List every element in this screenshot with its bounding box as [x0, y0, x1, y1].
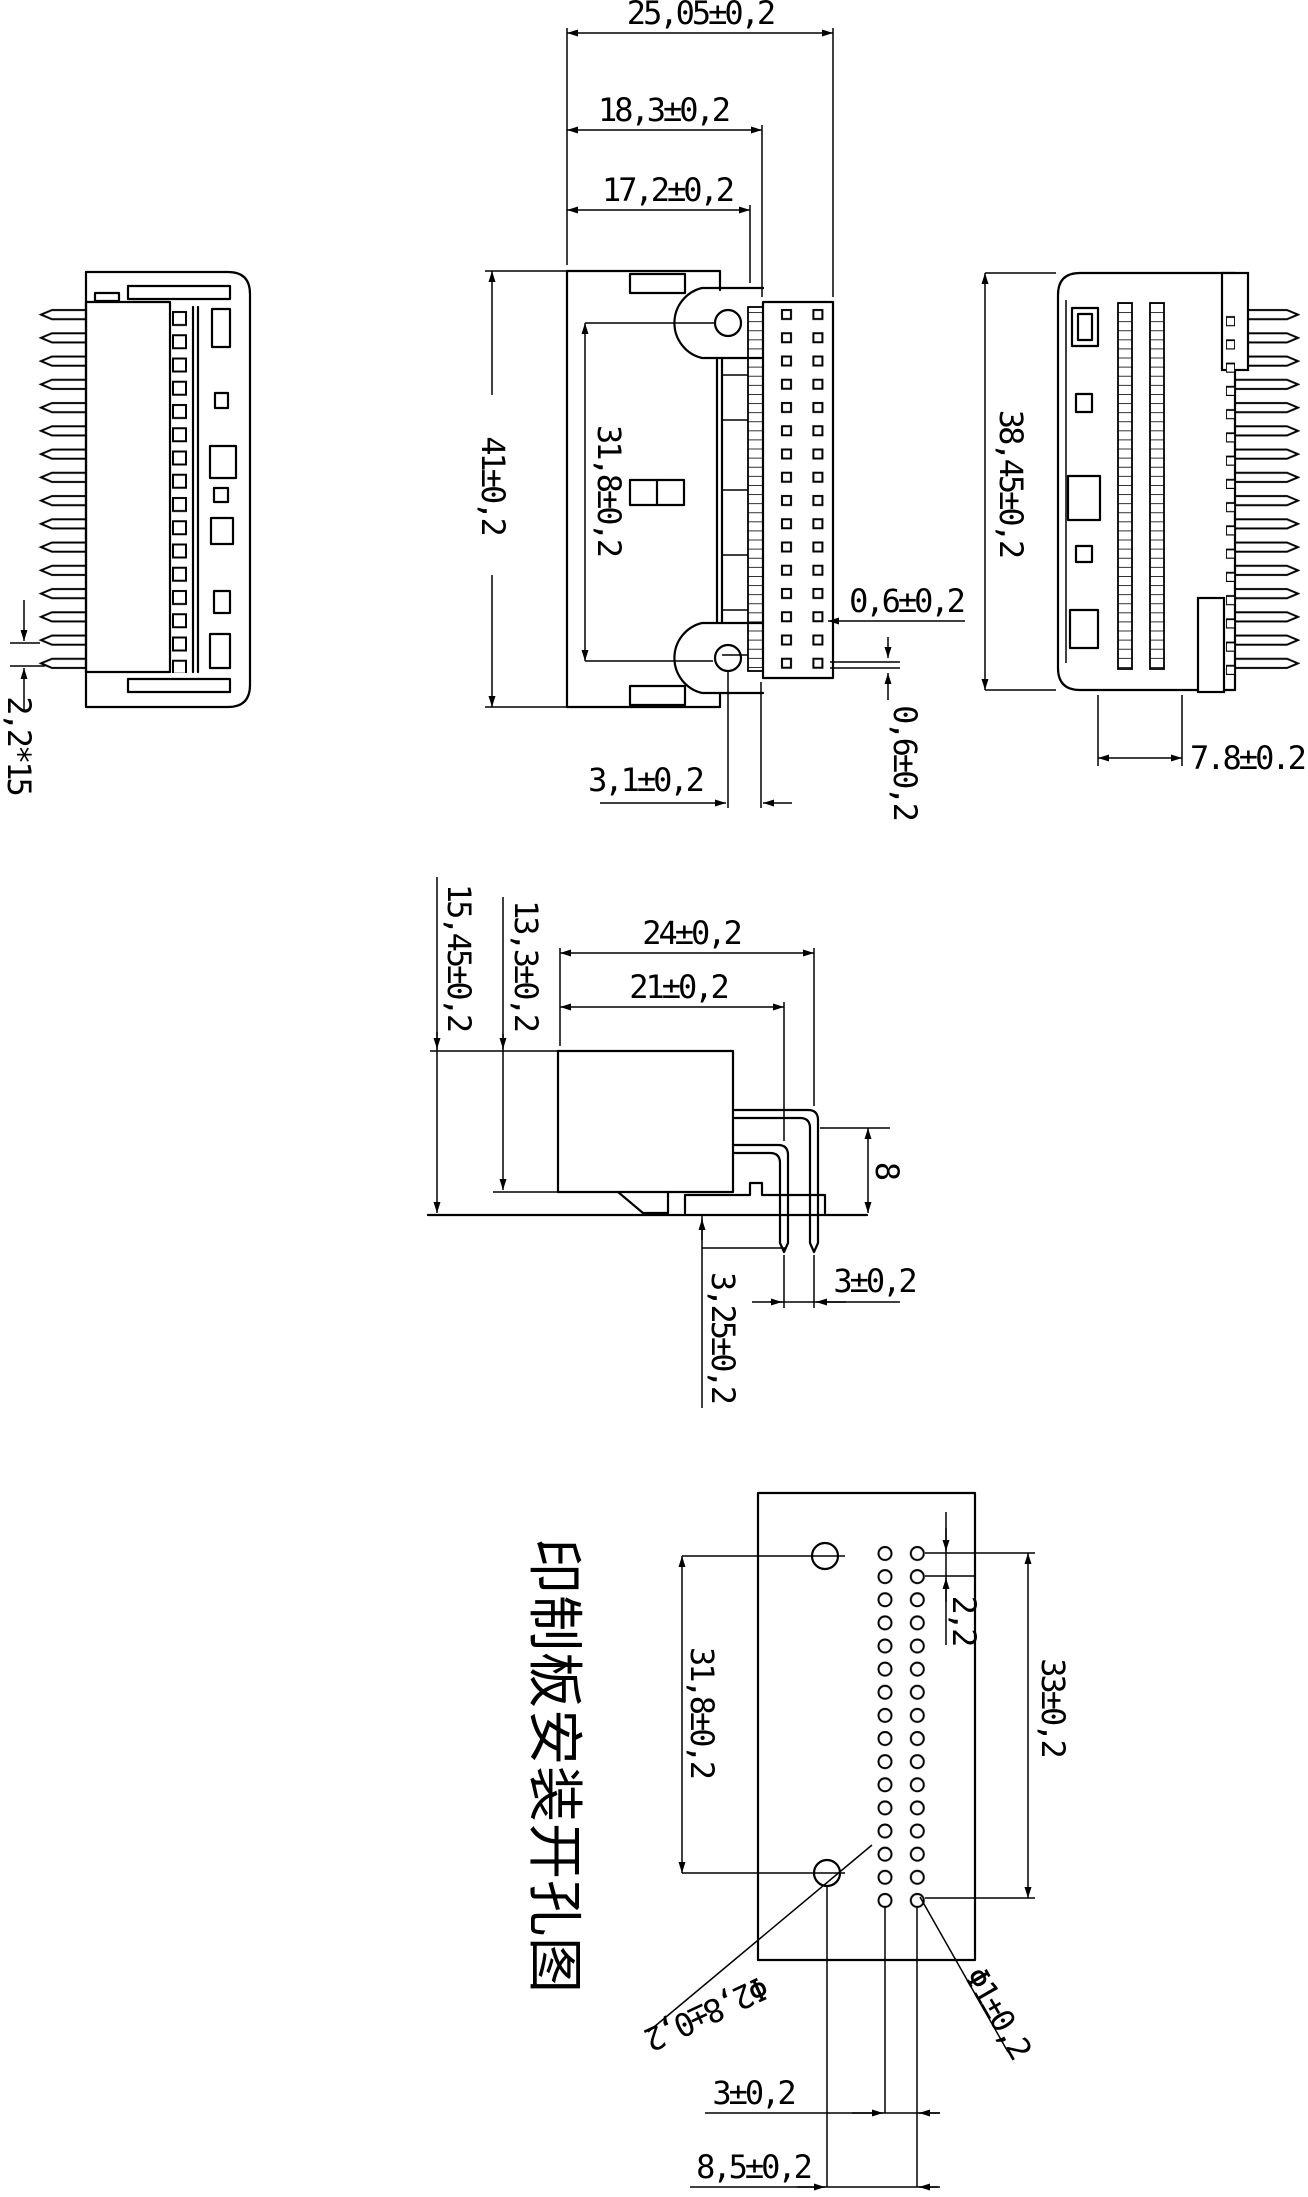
left-mating-tongue: [84, 300, 172, 674]
dim-profile-height-body: 13,3±0,2: [430, 897, 560, 1193]
front-contact-grid: [763, 303, 833, 675]
svg-text:Φ1±0,2: Φ1±0,2: [957, 1961, 1039, 2065]
dim-pcb-mount-span: 31,8±0,2: [678, 1555, 845, 1874]
svg-text:17,2±0,2: 17,2±0,2: [602, 171, 733, 209]
dim-right-height: 38,45±0,2: [981, 272, 1056, 691]
svg-text:18,3±0,2: 18,3±0,2: [598, 91, 729, 129]
dim-front-width-overall: 25,05±0,2: [566, 0, 834, 297]
dim-pcb-hole-pitch: 2,2: [925, 1512, 1035, 1645]
svg-text:8,5±0,2: 8,5±0,2: [696, 2148, 811, 2186]
pcb-title: 印制板安装开孔图: [521, 1538, 586, 1994]
view-side-left: 2,2*15: [0, 270, 252, 795]
dim-front-tab-offset: 3,1±0,2: [588, 672, 792, 808]
profile-pin-outer: [731, 1108, 820, 1254]
front-mount-hole-bottom: [713, 643, 743, 673]
dim-front-width-upper: 18,3±0,2: [567, 91, 763, 297]
profile-flange: [683, 1181, 827, 1215]
svg-text:24±0,2: 24±0,2: [642, 914, 740, 952]
right-edge-notches: [1226, 303, 1235, 675]
svg-text:0,6±0,2: 0,6±0,2: [849, 582, 964, 620]
svg-text:0,6±0,2: 0,6±0,2: [886, 705, 924, 820]
pcb-pin-holes: [876, 1544, 931, 1915]
right-bottom-block: [1196, 596, 1226, 694]
right-body-outline: [1056, 271, 1237, 692]
dim-pcb-hole-dia: Φ1±0,2: [919, 1896, 1039, 2065]
left-bottom-bar: [126, 677, 232, 694]
pcb-outline: [756, 1491, 977, 1962]
dim-profile-depth-overall: 24±0,2: [559, 914, 815, 1106]
dim-front-height: 41±0,2: [474, 270, 567, 708]
svg-text:31,8±0,2: 31,8±0,2: [590, 425, 628, 556]
front-body-outline: [565, 269, 722, 709]
svg-text:3±0,2: 3±0,2: [712, 2074, 794, 2112]
svg-text:38,45±0,2: 38,45±0,2: [992, 410, 1030, 557]
svg-text:7.8±0.2: 7.8±0.2: [1190, 739, 1305, 777]
dim-front-pin-thickness: 0,6±0,2: [830, 637, 924, 820]
dim-front-pin-width: 0,6±0,2: [828, 582, 967, 625]
left-top-bar: [126, 284, 232, 301]
view-front: 25,05±0,2 18,3±0,2 17,2±0,2 41±0,2 31,8±…: [474, 0, 967, 820]
front-mount-hole-top: [713, 308, 743, 338]
svg-text:33±0,2: 33±0,2: [1034, 1658, 1072, 1756]
dim-side-pin-pitch-label: 2,2*15: [0, 696, 38, 794]
dim-pcb-row-pitch: 3±0,2: [705, 2074, 940, 2117]
svg-text:25,05±0,2: 25,05±0,2: [627, 0, 774, 32]
profile-pin-inner: [731, 1143, 790, 1254]
dim-profile-pin-protrusion: 3,25±0,2: [698, 1215, 786, 1408]
svg-text:3±0,2: 3±0,2: [833, 1262, 915, 1300]
dim-pcb-mount-dia: Φ2,8±0,2: [640, 1844, 873, 2058]
profile-standoff: [616, 1190, 670, 1215]
right-rail-1: [1117, 302, 1133, 670]
dim-profile-depth-inner: 21±0,2: [560, 968, 785, 1141]
dim-profile-pin-height: 8: [820, 1127, 906, 1213]
svg-text:3,1±0,2: 3,1±0,2: [588, 761, 703, 799]
profile-body: [556, 1049, 735, 1194]
left-top-notch: [93, 291, 121, 303]
dim-profile-height-overall: 15,45±0,2: [433, 877, 478, 1213]
svg-text:3,25±0,2: 3,25±0,2: [704, 1272, 742, 1403]
svg-text:31,8±0,2: 31,8±0,2: [683, 1647, 721, 1778]
right-rail-2: [1149, 302, 1165, 670]
left-pin-row: [36, 303, 86, 675]
dim-right-depth: 7.8±0.2: [1097, 695, 1308, 777]
dim-pcb-mount-offset: 8,5±0,2: [690, 2148, 940, 2191]
svg-text:41±0,2: 41±0,2: [474, 436, 512, 534]
svg-text:2,2: 2,2: [945, 1596, 983, 1646]
svg-text:8: 8: [868, 1162, 906, 1180]
dim-front-width-body: 17,2±0,2: [567, 171, 751, 283]
front-rail: [747, 306, 764, 672]
left-body-outline: [84, 270, 252, 709]
view-pcb-layout: 印制板安装开孔图 31,8±0,2 2,2 33±0,2: [521, 1491, 1072, 2191]
view-side-right: 38,45±0,2 7.8±0.2: [981, 271, 1308, 777]
svg-text:21±0,2: 21±0,2: [629, 968, 727, 1006]
dim-pcb-hole-span: 33±0,2: [925, 1553, 1072, 1899]
svg-text:15,45±0,2: 15,45±0,2: [440, 884, 478, 1031]
view-profile: 24±0,2 21±0,2 15,45±0,2 13,3±0,2 8: [426, 877, 918, 1408]
dim-front-contact-span: 31,8±0,2: [581, 322, 715, 662]
front-ear-bottom: [673, 621, 765, 695]
left-contact-column: [171, 307, 189, 673]
svg-text:13,3±0,2: 13,3±0,2: [507, 900, 545, 1031]
dim-side-pin-pitch: 2,2*15: [0, 600, 45, 795]
dim-profile-row-pitch: 3±0,2: [752, 1255, 918, 1308]
